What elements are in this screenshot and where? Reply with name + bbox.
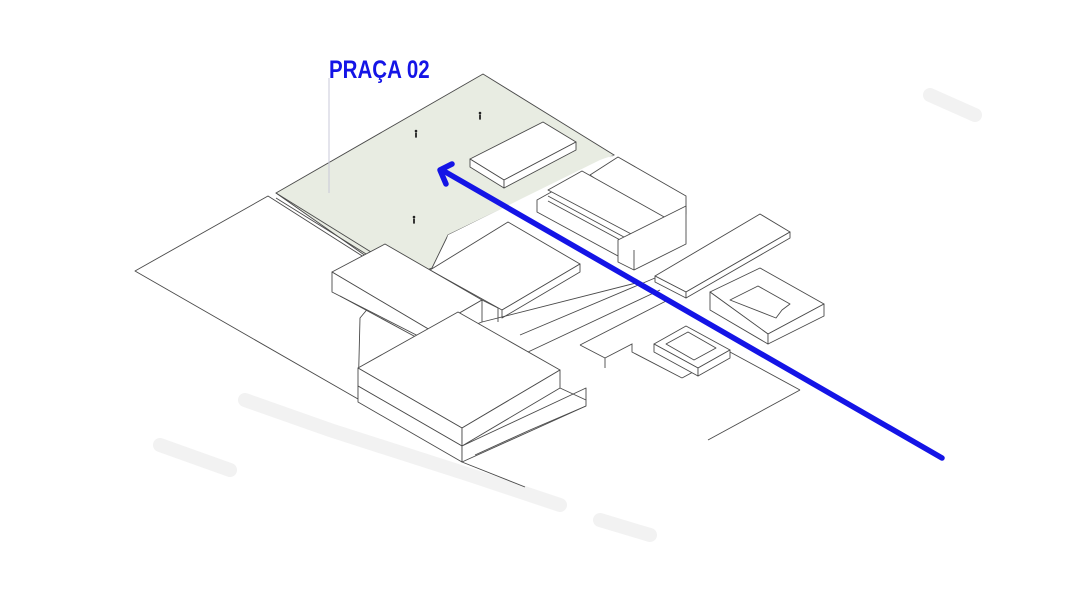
person-icon (414, 129, 418, 138)
plaza-block (469, 121, 577, 189)
plaza-label: PRAÇA 02 (329, 56, 430, 84)
building-center-top (536, 156, 687, 271)
ghost-terrain (153, 88, 982, 542)
direction-arrow (437, 161, 945, 461)
building-lshape (709, 267, 825, 345)
building-front (357, 311, 587, 488)
building-mid (429, 221, 581, 319)
person-icon (478, 111, 482, 120)
ground-paths (481, 277, 801, 441)
courtyard-box (653, 325, 731, 377)
building-bar (654, 213, 791, 299)
person-icon (412, 215, 416, 224)
